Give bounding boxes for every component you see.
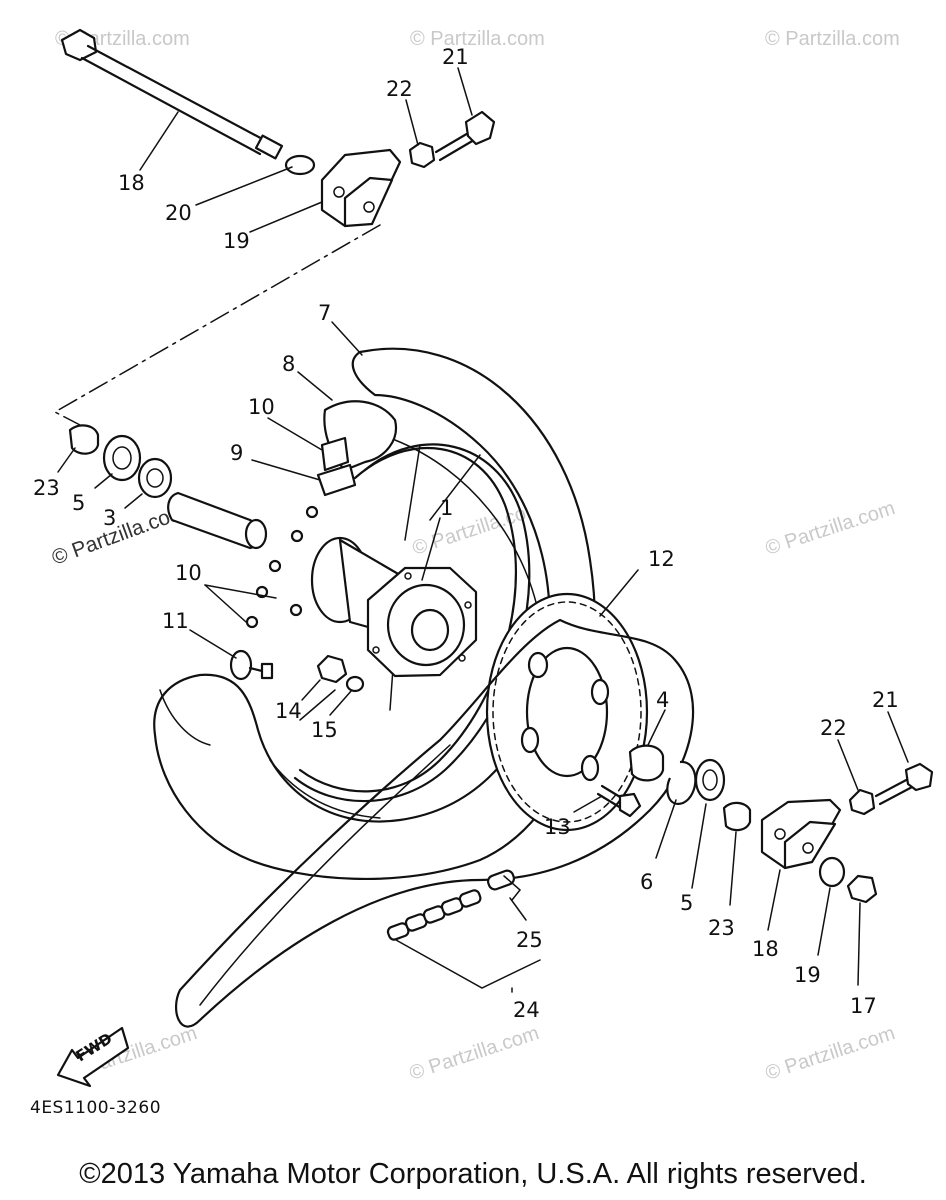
callout-label: 8 (282, 352, 295, 376)
watermark: © Partzilla.com (763, 497, 898, 560)
callout-label: 17 (850, 994, 877, 1018)
axle-part-17 (60, 28, 284, 160)
watermark: © Partzilla.com (763, 1022, 898, 1085)
collar-part-4 (628, 744, 665, 782)
bolt-set-part-11 (245, 505, 319, 629)
chain-part-24 (175, 618, 695, 1028)
chain-segment-part-24 (386, 889, 482, 941)
watermark: © Partzilla.com (407, 1022, 542, 1085)
band-part-9 (316, 463, 357, 497)
callout-label: 19 (223, 229, 250, 253)
guide-line (53, 224, 381, 426)
bolt-part-21-lower (874, 762, 934, 806)
nut-part-15 (316, 654, 348, 684)
tube-part-10 (320, 436, 350, 472)
callout-label: 13 (544, 815, 571, 839)
callout-label: 23 (33, 476, 60, 500)
callout-label: 24 (513, 998, 540, 1022)
callout-label: 5 (680, 891, 693, 915)
watermark: © Partzilla.com (410, 28, 545, 50)
leader-lines (57, 67, 909, 993)
callout-label: 9 (230, 441, 243, 465)
callout-label: 18 (752, 937, 779, 961)
watermark-layer: © Partzilla.com © Partzilla.com © Partzi… (49, 28, 900, 1085)
drawing-code: 4ES1100-3260 (30, 1098, 162, 1118)
washer-part-20-lower (818, 856, 846, 888)
callout-label: 14 (275, 699, 302, 723)
chain-part-24-inner (199, 744, 451, 1006)
bearing-part-5-left (102, 434, 142, 482)
callout-label: 6 (640, 870, 653, 894)
bolt-part-21-upper (434, 110, 496, 162)
callout-label: 4 (656, 688, 669, 712)
callout-label: 22 (820, 716, 847, 740)
hub-part-1 (310, 536, 478, 678)
circlip-part-6 (666, 760, 697, 805)
washer-part-16 (345, 675, 365, 693)
callout-label: 18 (118, 171, 145, 195)
callout-label: 3 (103, 506, 116, 530)
washer-part-20-upper (284, 154, 316, 176)
callout-label: 11 (162, 609, 189, 633)
callout-labels: 18 20 19 22 21 7 8 10 9 23 5 3 1 12 10 1… (33, 45, 899, 1022)
valve-part-12 (229, 649, 274, 681)
callout-label: 21 (442, 45, 469, 69)
bearing-part-5-right (694, 758, 726, 802)
callout-label: 21 (872, 688, 899, 712)
watermark: © Partzilla.com (765, 28, 900, 50)
callout-label: 10 (248, 395, 275, 419)
collar-part-23-left (68, 424, 100, 455)
chain-adjuster-part-19-upper (320, 148, 402, 228)
master-link-part-25 (486, 869, 522, 901)
callout-label: 19 (794, 963, 821, 987)
chain-adjuster-part-19-lower (760, 798, 842, 870)
copyright-notice: ©2013 Yamaha Motor Corporation, U.S.A. A… (79, 1158, 867, 1190)
sprocket-part-13 (485, 592, 649, 832)
callout-label: 1 (440, 496, 453, 520)
callout-label: 5 (72, 491, 85, 515)
nut-part-22-lower (848, 788, 876, 816)
bearing-set-left (68, 424, 268, 550)
callout-label: 23 (708, 916, 735, 940)
callout-label: 10 (175, 561, 202, 585)
callout-label: 25 (516, 928, 543, 952)
bearing-set-right (628, 744, 752, 832)
callout-label: 22 (386, 77, 413, 101)
collar-part-23-right (722, 801, 752, 832)
nut-part-22-upper (408, 141, 436, 169)
nut-part-18 (846, 874, 878, 904)
bearing-part-3-left (137, 457, 173, 499)
callout-label: 12 (648, 547, 675, 571)
callout-label: 20 (165, 201, 192, 225)
callout-label: 7 (318, 301, 331, 325)
callout-label: 15 (311, 718, 338, 742)
